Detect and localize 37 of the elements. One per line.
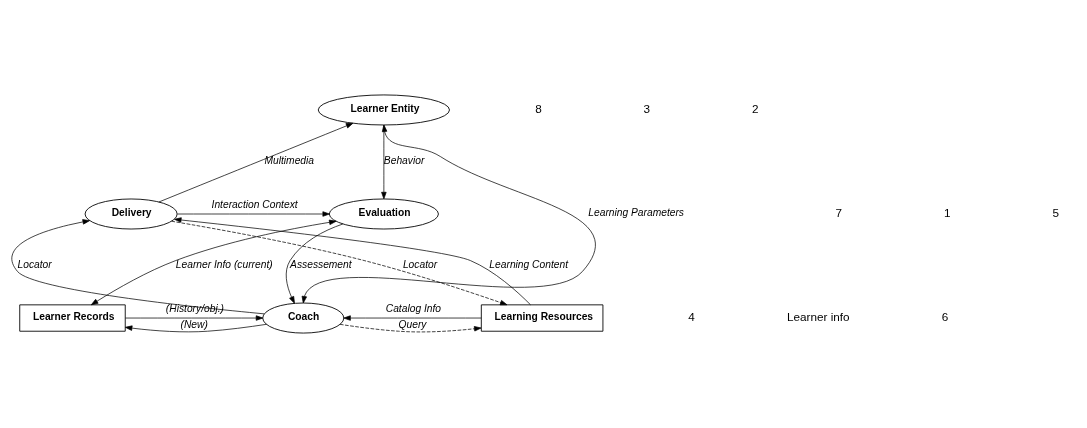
edge-label: Behavior [383,154,425,166]
edge-label: Assessement [290,259,352,270]
node-box: Learning Resources [480,304,604,332]
arrow [285,223,344,304]
label: Learner info [787,309,850,323]
arrow [125,323,267,333]
label: 6 [941,309,949,323]
arrow [301,124,596,304]
edge-label: Multimedia [264,154,315,166]
edge-label: Learning Parameters [588,206,684,218]
edge-label: Learner Info (current) [175,259,273,270]
label: 7 [835,205,843,219]
edge-label: Locator [17,259,52,270]
edge-label: (History/obj.) [165,303,224,315]
arrow [177,211,330,217]
label: 4 [688,309,695,323]
arrow [381,124,387,200]
node-box: Learner Records [19,304,126,332]
arrow [125,315,264,321]
edge-label: Locator [402,259,438,270]
arrow [90,219,337,306]
node-ellipse: Learner Entity [317,94,450,126]
label: 8 [535,101,542,115]
label: 5 [1052,205,1059,219]
label: 1 [944,205,951,219]
edge-label: Interaction Context [211,199,298,211]
arrow [339,323,482,333]
arrow [11,219,265,315]
label: 2 [752,101,759,115]
edge-label: Catalog Info [385,303,442,315]
arrow [158,122,354,203]
arrow [343,315,482,321]
edge-label: Learning Content [489,259,569,270]
node-ellipse: Coach [262,302,345,334]
edge-label: Query [398,318,427,330]
label: 3 [643,101,651,115]
edge-label: (New) [180,318,208,330]
